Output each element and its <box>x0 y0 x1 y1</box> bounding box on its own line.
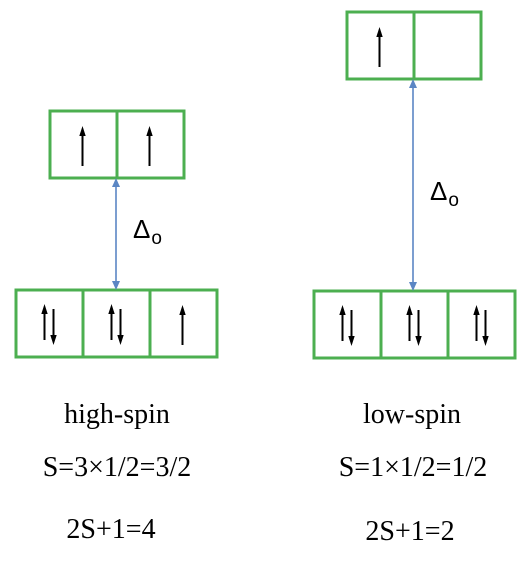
low-spin-label: low-spin <box>363 399 461 430</box>
delta-symbol: Δ <box>430 176 448 206</box>
high-spin-spin-total: S=3×1/2=3/2 <box>42 452 192 483</box>
spin-up-arrow <box>473 305 480 341</box>
delta-symbol: Δ <box>133 214 151 244</box>
low-spin-eg-orbitals <box>345 10 483 81</box>
spin-up-arrow <box>41 304 48 340</box>
orbital-box <box>115 109 186 180</box>
spin-down-arrow <box>415 310 422 346</box>
spin-up-arrow <box>339 305 346 341</box>
spin-up-arrow <box>108 304 115 340</box>
orbital-box <box>14 288 85 359</box>
gap-arrow-head-down <box>409 282 417 291</box>
gap-arrow-head-up <box>112 178 120 187</box>
high-spin-delta-o-label: Δo <box>133 214 162 249</box>
orbital-box <box>48 109 119 180</box>
orbital-box <box>345 10 416 81</box>
high-spin-multiplicity: 2S+1=4 <box>66 514 156 545</box>
spin-up-arrow <box>406 305 413 341</box>
high-spin-label: high-spin <box>64 399 170 430</box>
low-spin-t2g-orbitals <box>312 289 517 360</box>
orbital-box <box>148 288 219 359</box>
spin-down-arrow <box>117 309 124 345</box>
orbital-box <box>379 289 450 360</box>
high-spin-t2g-orbitals <box>14 288 219 359</box>
spin-down-arrow <box>50 309 57 345</box>
spin-up-arrow <box>376 27 383 67</box>
gap-arrow-head-up <box>409 79 417 88</box>
orbital-box <box>312 289 383 360</box>
delta-subscript: o <box>448 190 459 211</box>
spin-up-arrow <box>179 305 186 345</box>
orbital-box <box>412 10 483 81</box>
low-spin-gap-arrow <box>409 79 417 291</box>
low-spin-delta-o-label: Δo <box>430 176 459 211</box>
low-spin-multiplicity: 2S+1=2 <box>365 516 455 547</box>
orbital-box <box>81 288 152 359</box>
low-spin-spin-total: S=1×1/2=1/2 <box>338 452 488 483</box>
high-spin-eg-orbitals <box>48 109 186 180</box>
orbital-box <box>446 289 517 360</box>
spin-down-arrow <box>348 310 355 346</box>
high-spin-gap-arrow <box>112 178 120 290</box>
spin-down-arrow <box>482 310 489 346</box>
delta-subscript: o <box>151 228 162 249</box>
spin-up-arrow <box>146 126 153 166</box>
gap-arrow-head-down <box>112 281 120 290</box>
spin-up-arrow <box>79 126 86 166</box>
